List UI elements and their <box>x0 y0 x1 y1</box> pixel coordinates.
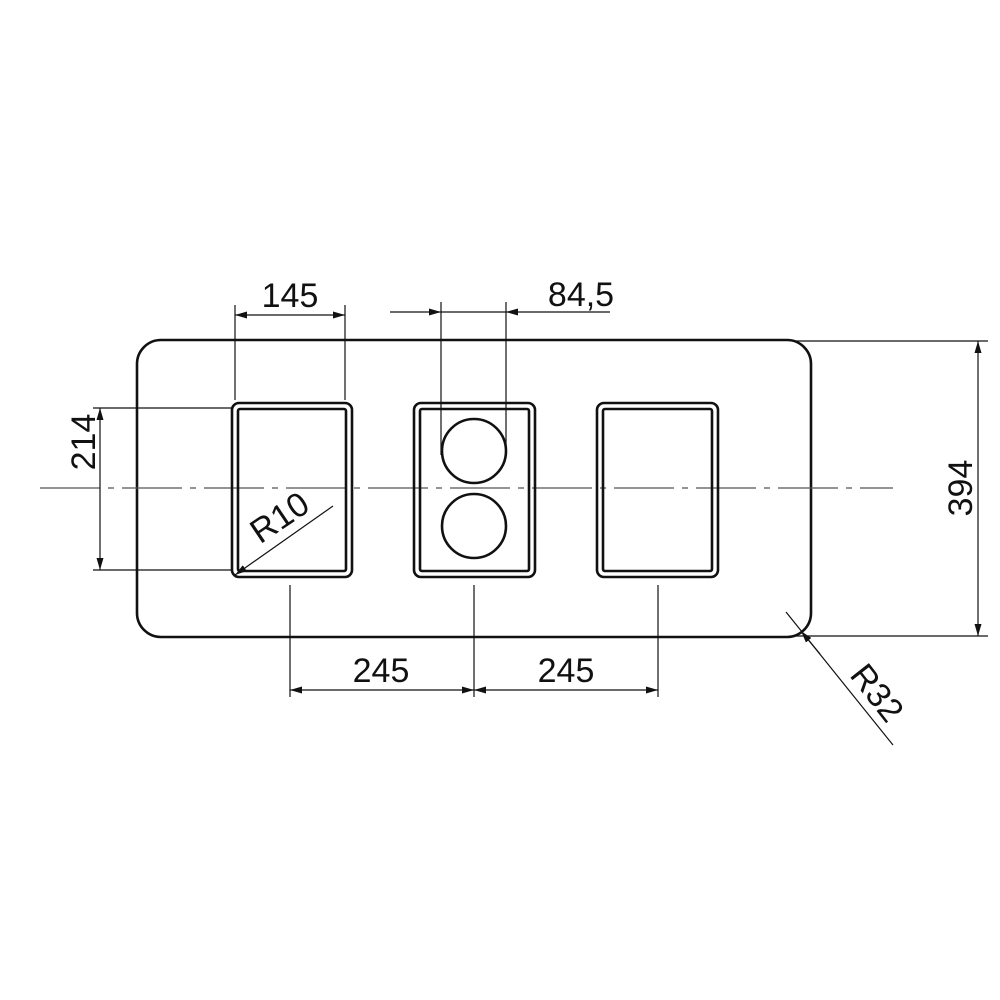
dim-label-245-left: 245 <box>353 652 410 690</box>
cutout-right <box>595 401 720 579</box>
dim-cutout-pitch: 245 245 <box>289 585 659 697</box>
dim-label-214: 214 <box>65 414 103 471</box>
dim-cutout-height: 214 <box>65 407 232 571</box>
dim-plate-height: 394 <box>795 340 988 637</box>
dim-cutout-radius: R10 <box>234 485 334 576</box>
dim-cutout-width: 145 <box>234 277 346 400</box>
hole-top <box>440 417 508 485</box>
dim-label-145: 145 <box>262 277 319 315</box>
hole-bottom <box>440 492 508 560</box>
dim-label-84-5: 84,5 <box>548 276 614 314</box>
dim-label-r32: R32 <box>842 657 910 730</box>
dim-label-r10: R10 <box>243 485 316 551</box>
cutout-middle <box>412 401 537 579</box>
dim-circle-spacing: 84,5 <box>390 276 614 455</box>
cutout-left <box>230 401 354 579</box>
dim-label-394: 394 <box>942 460 980 517</box>
dim-label-245-right: 245 <box>538 652 595 690</box>
dim-plate-radius: R32 <box>785 611 911 746</box>
